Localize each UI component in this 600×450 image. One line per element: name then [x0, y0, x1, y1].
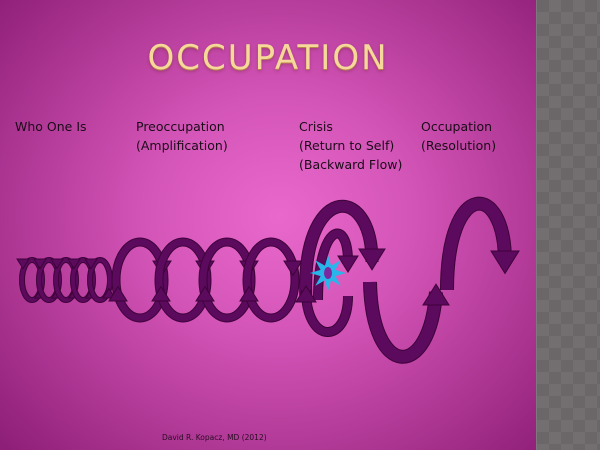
stage-line: Crisis	[299, 119, 333, 134]
arrowhead-icon	[422, 283, 450, 306]
decorative-side-strip	[536, 0, 600, 450]
arrowhead-icon	[490, 250, 520, 275]
arrowhead-icon	[151, 285, 171, 302]
stage-line: (Return to Self)	[299, 138, 395, 153]
arrowhead-icon	[283, 260, 303, 277]
loop-arrow	[88, 258, 112, 302]
loop-arrow	[112, 238, 168, 322]
stage-label-occupation: Occupation (Resolution)	[421, 117, 496, 155]
arrowhead-icon	[84, 258, 98, 270]
star-center-icon	[324, 267, 332, 279]
stage-line: Occupation	[421, 119, 493, 134]
slide-title: OCCUPATION	[147, 38, 389, 78]
stage-line: Who One Is	[15, 119, 87, 134]
loop-arrow	[243, 238, 299, 322]
stage-line: (Amplification)	[136, 138, 228, 153]
stage-line: (Resolution)	[421, 138, 497, 153]
spiral-arrow-diagram	[16, 196, 520, 364]
crisis-lower-arrow	[302, 289, 352, 336]
arrowhead-icon	[67, 258, 81, 270]
resolution-arch-arrow	[441, 197, 511, 291]
footer-credit: David R. Kopacz, MD (2012)	[162, 433, 267, 442]
arrowhead-icon	[108, 285, 128, 302]
arrowhead-icon	[337, 255, 359, 273]
arrowhead-icon	[358, 248, 386, 271]
slide-background	[0, 0, 536, 450]
stage-line: (Backward Flow)	[299, 157, 403, 172]
arrowhead-icon	[50, 258, 64, 270]
arrowhead-icon	[295, 285, 317, 303]
crisis-inner-arrow	[314, 229, 352, 301]
stage-label-preoccupation: Preoccupation (Amplification)	[136, 117, 228, 155]
arrowhead-icon	[33, 258, 47, 270]
stage-line: Preoccupation	[136, 119, 225, 134]
arrowhead-icon	[16, 258, 30, 270]
arrowhead-icon	[195, 285, 215, 302]
stage-label-crisis: Crisis (Return to Self) (Backward Flow)	[299, 117, 402, 174]
stage-label-who-one-is: Who One Is	[15, 117, 87, 136]
crisis-loop-arrow	[300, 200, 378, 301]
lower-curve-arrow	[364, 281, 442, 363]
arrowhead-icon	[239, 285, 259, 302]
